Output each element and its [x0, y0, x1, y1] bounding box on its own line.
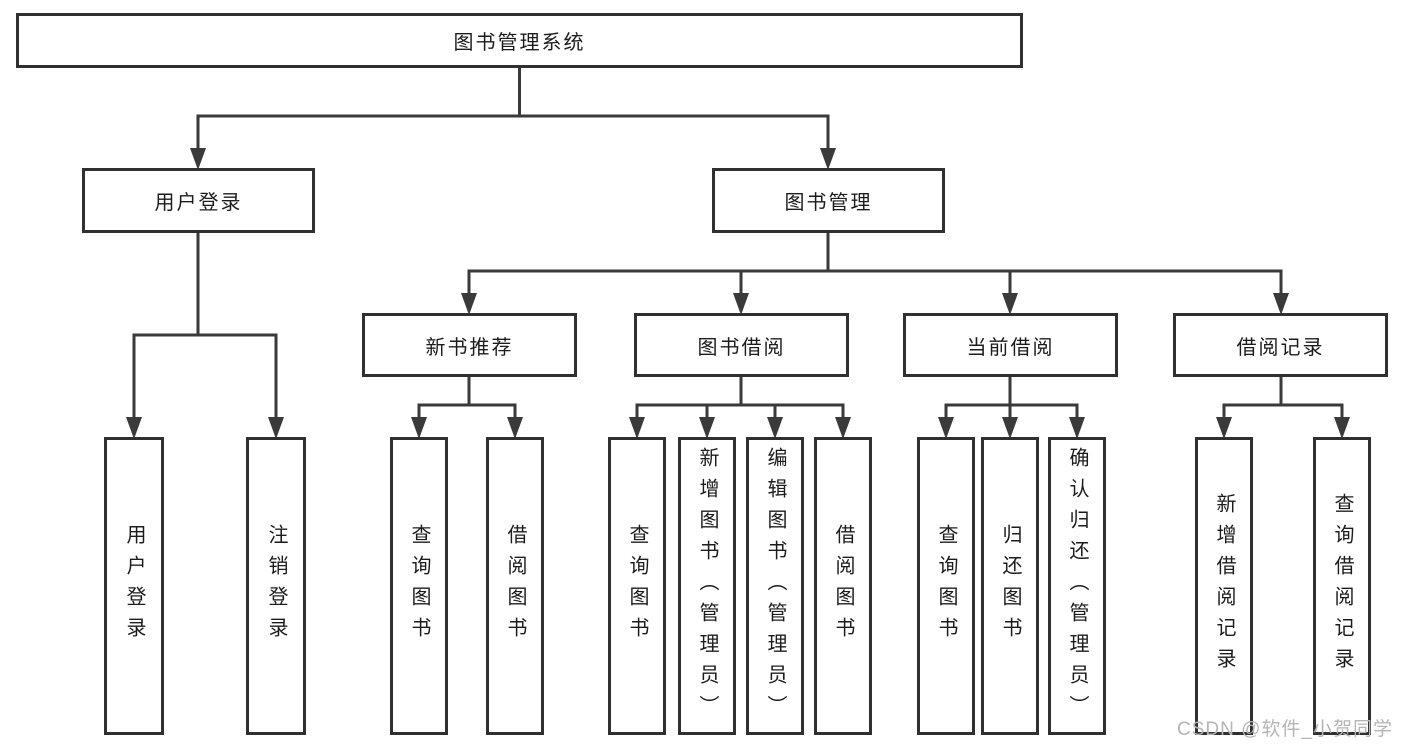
- node-new-book-recommendation: 新书推荐: [362, 313, 577, 377]
- node-query-books-current: 查询图书: [917, 437, 975, 735]
- node-borrowing-records: 借阅记录: [1173, 313, 1388, 377]
- node-confirm-return-admin: 确认归还（管理员）: [1048, 437, 1106, 735]
- node-book-borrowing: 图书借阅: [634, 313, 849, 377]
- node-borrow-books-leaf: 借阅图书: [814, 437, 872, 735]
- watermark-text: CSDN @软件_小贺同学: [1177, 719, 1393, 740]
- connector-root: [190, 68, 836, 170]
- node-book-management: 图书管理: [712, 168, 945, 233]
- connector-book-management: [461, 233, 1289, 315]
- connector-borrowing-records: [1216, 377, 1350, 439]
- node-borrow-books-recommend: 借阅图书: [486, 437, 544, 735]
- node-edit-book-admin: 编辑图书（管理员）: [746, 437, 804, 735]
- connector-user-login: [126, 233, 284, 439]
- connector-current-borrowing: [938, 377, 1085, 439]
- connector-book-borrowing: [629, 377, 851, 439]
- node-user-login: 用户登录: [82, 168, 315, 233]
- node-return-books: 归还图书: [981, 437, 1039, 735]
- node-add-borrow-record: 新增借阅记录: [1195, 437, 1253, 735]
- node-root-system: 图书管理系统: [16, 13, 1023, 68]
- node-logout: 注销登录: [246, 437, 306, 735]
- node-query-books-borrow: 查询图书: [608, 437, 666, 735]
- node-current-borrowing: 当前借阅: [903, 313, 1118, 377]
- connector-new-book-recommendation: [411, 377, 523, 439]
- node-user-login-leaf: 用户登录: [104, 437, 164, 735]
- node-add-book-admin: 新增图书（管理员）: [678, 437, 736, 735]
- node-query-borrow-record: 查询借阅记录: [1313, 437, 1371, 735]
- node-query-books-recommend: 查询图书: [390, 437, 448, 735]
